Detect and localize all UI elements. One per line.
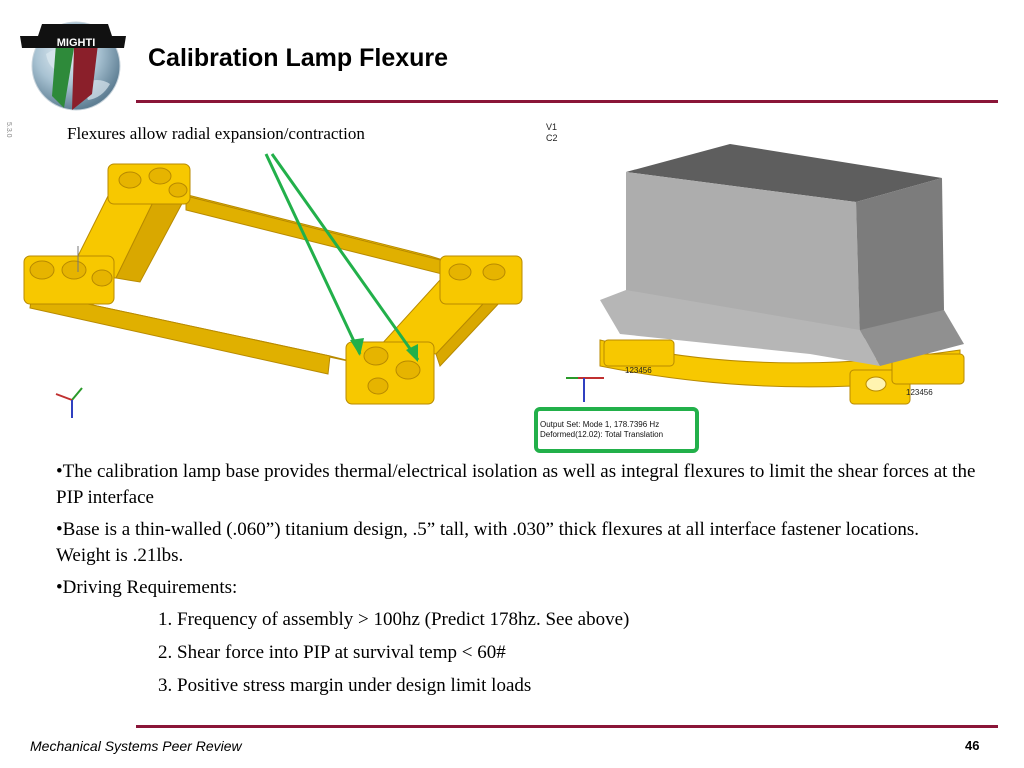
footer-divider (136, 725, 998, 728)
side-tag: 5.3.0 (5, 122, 12, 138)
page-title: Calibration Lamp Flexure (148, 44, 449, 72)
output-set-note: Output Set: Mode 1, 178.7396 Hz Deformed… (540, 420, 663, 440)
footer-label: Mechanical Systems Peer Review (30, 738, 242, 754)
bullet-item: •The calibration lamp base provides ther… (56, 461, 976, 508)
node-label: 123456 (625, 366, 652, 375)
deformed-text: Deformed(12.02): Total Translation (540, 430, 664, 439)
figure-caption: Flexures allow radial expansion/contract… (67, 124, 365, 143)
logo-text: MIGHTI (57, 37, 96, 49)
view-label: C2 (546, 133, 558, 143)
view-labels: V1 C2 (546, 122, 558, 144)
output-set-box (534, 407, 699, 453)
fea-model (560, 140, 980, 410)
page-number: 46 (965, 738, 980, 753)
view-label: V1 (546, 122, 558, 132)
bullet-item: •Driving Requirements: (56, 577, 238, 598)
requirement-item: 2. Shear force into PIP at survival temp… (158, 642, 506, 663)
title-divider (136, 100, 998, 103)
output-set-text: Output Set: Mode 1, 178.7396 Hz (540, 420, 660, 429)
bullet-item: •Base is a thin-walled (.060”) titanium … (56, 519, 919, 566)
body-text: •The calibration lamp base provides ther… (56, 459, 976, 706)
flexure-base-model (20, 150, 530, 440)
requirement-item: 3. Positive stress margin under design l… (158, 675, 532, 696)
requirement-item: 1. Frequency of assembly > 100hz (Predic… (158, 609, 630, 630)
node-label: 123456 (906, 388, 933, 397)
mighti-logo: MIGHTI (16, 14, 130, 112)
